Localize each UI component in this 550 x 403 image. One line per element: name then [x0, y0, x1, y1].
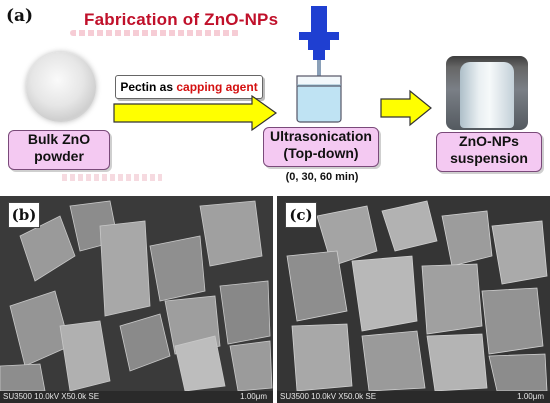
fabrication-scheme-panel: (a) Fabrication of ZnO-NPs Bulk ZnO powd…: [0, 0, 550, 192]
sem-image-b: (b) SU3500 10.0kV X50.0k SE 1.00μm: [0, 196, 273, 403]
capping-agent-box: Pectin as capping agent: [115, 75, 263, 99]
bulk-label-line2: powder: [34, 148, 84, 164]
sonication-times: (0, 30, 60 min): [285, 171, 359, 183]
scale-bar-c: SU3500 10.0kV X50.0k SE 1.00μm: [277, 391, 550, 403]
bulk-zno-label-box: Bulk ZnO powder: [8, 130, 110, 170]
ultra-label-line2: (Top-down): [283, 145, 359, 161]
panel-a-label: (a): [6, 6, 34, 26]
bulk-zno-powder-photo: [26, 52, 96, 122]
scheme-title: Fabrication of ZnO-NPs: [84, 10, 279, 29]
sem-texture-b: [0, 196, 273, 403]
sem-image-c: (c) SU3500 10.0kV X50.0k SE 1.00μm: [277, 196, 550, 403]
panel-c-label: (c): [285, 202, 317, 228]
np-label-line2: suspension: [450, 150, 528, 166]
capping-prefix: Pectin as: [120, 80, 177, 94]
scheme-graphics: [113, 6, 432, 132]
zno-np-suspension-label-box: ZnO-NPs suspension: [436, 132, 542, 172]
process-arrow-1: [113, 94, 278, 132]
panel-b-label: (b): [8, 202, 40, 228]
capping-highlight: capping agent: [176, 80, 258, 94]
title-reflection: [70, 30, 240, 36]
faint-reflection: [62, 174, 162, 181]
tube-liquid: [460, 62, 514, 128]
np-label-line1: ZnO-NPs: [459, 133, 519, 149]
scale-value-b: 1.00μm: [240, 392, 267, 401]
sem-info-c: SU3500 10.0kV X50.0k SE: [280, 392, 377, 401]
sem-texture-c: [277, 196, 550, 403]
sem-info-b: SU3500 10.0kV X50.0k SE: [3, 392, 100, 401]
scale-bar-b: SU3500 10.0kV X50.0k SE 1.00μm: [0, 391, 273, 403]
ultra-label-line1: Ultrasonication: [270, 128, 372, 144]
process-arrow-2: [380, 89, 432, 127]
ultrasonication-label-box: Ultrasonication (Top-down): [263, 127, 379, 167]
beaker-icon: [296, 75, 342, 123]
scale-value-c: 1.00μm: [517, 392, 544, 401]
bulk-label-line1: Bulk ZnO: [27, 131, 91, 147]
